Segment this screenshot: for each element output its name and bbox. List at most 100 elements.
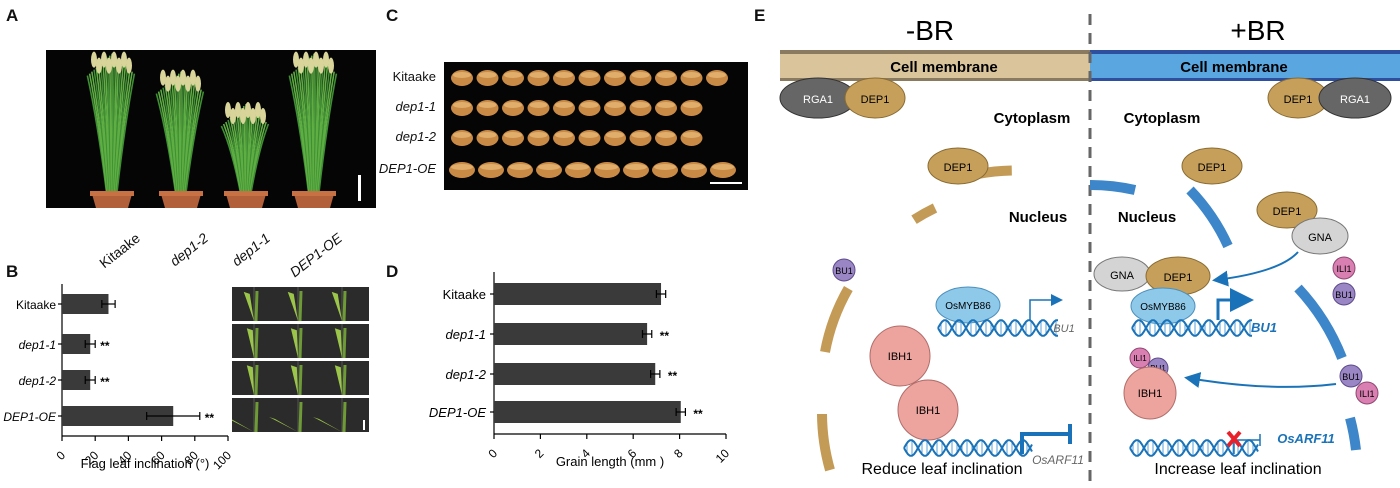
bu1-gene-right-label: BU1 [1251, 320, 1277, 335]
nucleus-label-left: Nucleus [1009, 209, 1067, 226]
bu1-right-lower [1339, 364, 1363, 388]
grain-row-4 [449, 162, 736, 178]
ili1-right-lower [1355, 381, 1379, 405]
ili1-right-lower-label: ILI1 [1359, 389, 1374, 399]
dep1-right-cytoplasm-label: DEP1 [1198, 162, 1227, 174]
cell-membrane-right [1090, 50, 1400, 80]
cell-membrane-left [780, 50, 1090, 80]
panel-c-letter: C [386, 6, 399, 25]
bar-4 [62, 406, 174, 426]
ibh1-left-lower [897, 379, 959, 441]
ibh1-right [1123, 366, 1177, 420]
nucleus-envelope-right-top [1089, 179, 1137, 195]
leaf-photo-row-4 [232, 398, 369, 433]
grain-row-3 [451, 130, 703, 146]
bu1-right-lower-label: BU1 [1342, 372, 1360, 382]
dep1-left-membrane-label: DEP1 [861, 94, 890, 106]
plant-3 [220, 102, 270, 208]
bar-1 [494, 283, 662, 305]
dep1-right-nuclear-label: DEP1 [1164, 272, 1193, 284]
leaf-photo-drawing [232, 287, 369, 433]
category-label-2: dep1-1 [446, 327, 486, 342]
panel-d-letter: D [386, 262, 399, 281]
panel-e-diagram: -BR +BR Cell membrane Cell membrane RGA1… [779, 14, 1400, 488]
x-axis-title: Flag leaf inclination (°) [81, 456, 210, 471]
bu1-gene-left-label: BU1 [1053, 323, 1074, 335]
ibh1-left-lower-label: IBH1 [916, 405, 940, 417]
plant-photo-drawing [86, 51, 361, 208]
x-tick-label-2: 2 [532, 446, 547, 461]
bu1-left [832, 258, 856, 282]
membrane-right-top-edge [1090, 50, 1400, 54]
ibh1-right-label: IBH1 [1138, 388, 1162, 400]
increase-leaf-inclination-caption: Increase leaf inclination [1154, 461, 1321, 478]
category-label-1: Kitaake [16, 298, 56, 312]
category-label-3: dep1-2 [446, 367, 487, 382]
ili1-right-cluster-label: ILI1 [1133, 354, 1147, 363]
bu1-promoter-arrow-left [1029, 294, 1063, 320]
nucleus-envelope-left-top [977, 165, 1092, 190]
plant-label-4: DEP1-OE [286, 229, 345, 281]
ibh1-left-upper [869, 325, 931, 387]
dep1-right-cytoplasm [1181, 147, 1243, 185]
x-tick-label-1: 0 [53, 448, 68, 463]
grain-label-2: dep1-1 [395, 99, 436, 114]
ili1-right-cluster [1129, 347, 1151, 369]
gna-right-nuclear-label: GNA [1110, 270, 1135, 282]
category-label-2: dep1-1 [19, 338, 56, 352]
dep1-left-cytoplasm-label: DEP1 [944, 162, 973, 174]
grain-row-2 [451, 100, 703, 116]
nucleus-label-right: Nucleus [1118, 209, 1176, 226]
category-label-1: Kitaake [443, 287, 486, 302]
bar-3 [62, 370, 91, 390]
membrane-right-bottom-edge [1090, 78, 1400, 81]
osmyb86-right-label: OsMYB86 [1140, 302, 1186, 313]
dna-helix-left-upper [937, 319, 1058, 337]
category-label-4: DEP1-OE [429, 405, 486, 420]
cytoplasm-label-left: Cytoplasm [994, 110, 1071, 127]
cell-membrane-label-left: Cell membrane [890, 59, 998, 76]
dep1-right-complex-top [1256, 191, 1318, 229]
category-label-3: dep1-2 [19, 374, 57, 388]
cytoplasm-label-right: Cytoplasm [1124, 110, 1201, 127]
minus-br-heading: -BR [906, 15, 954, 46]
bu1-left-label: BU1 [835, 266, 853, 276]
osmyb86-left-label: OsMYB86 [945, 301, 991, 312]
dep1-left-cytoplasm [927, 147, 989, 185]
nucleus-envelope-right-upper [1186, 186, 1233, 249]
blocked-cross-icon [1226, 430, 1242, 448]
ili1-right-top-label: ILI1 [1336, 264, 1351, 274]
cell-membrane-label-right: Cell membrane [1180, 59, 1288, 76]
significance-mark-3: ** [100, 375, 110, 389]
scale-bar-c [710, 182, 742, 184]
dna-helix-right-upper [1131, 319, 1252, 337]
significance-mark-4: ** [693, 407, 703, 421]
grain-row-1 [451, 70, 728, 86]
x-tick-label-1: 0 [485, 446, 500, 461]
x-tick-label-6: 100 [210, 448, 232, 472]
sequestration-arrow-right [1184, 372, 1337, 388]
x-tick-label-5: 8 [671, 446, 686, 461]
bu1-promoter-arrow-right [1216, 288, 1254, 320]
plant-4 [288, 51, 338, 208]
leaf-photo-row-1 [232, 287, 369, 322]
panel-a-plant-photo [46, 50, 376, 208]
ili1-right-top [1332, 256, 1356, 280]
bu1-right-top [1332, 282, 1356, 306]
bar-3 [494, 363, 656, 385]
rga1-left-label: RGA1 [803, 94, 833, 106]
reduce-leaf-inclination-caption: Reduce leaf inclination [862, 461, 1023, 478]
grain-label-4: DEP1-OE [378, 161, 436, 176]
leaf-photo-row-3 [232, 361, 369, 396]
gna-right-top [1291, 217, 1349, 255]
rga1-right [1318, 77, 1392, 119]
membrane-left-bottom-edge [780, 78, 1090, 81]
bu1-right-top-label: BU1 [1335, 290, 1353, 300]
significance-mark-2: ** [660, 329, 670, 343]
ibh1-left-upper-label: IBH1 [888, 351, 912, 363]
plant-1 [86, 51, 136, 208]
scale-bar-a [358, 175, 361, 201]
osarf11-repression-left [1020, 432, 1070, 454]
